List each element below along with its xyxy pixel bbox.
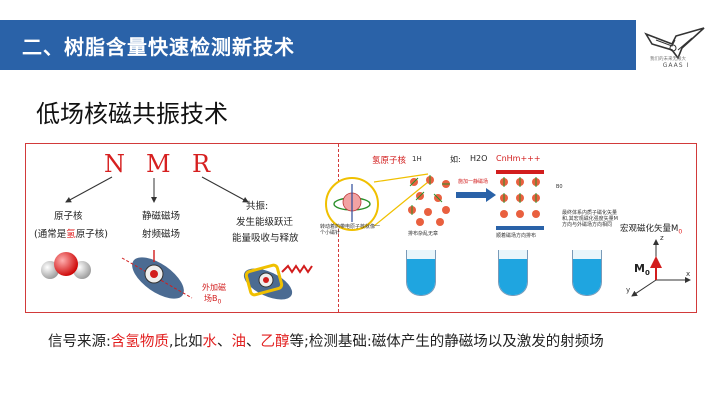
spin-caption: 转动着的带电原子核就像一个小磁针: [320, 224, 381, 236]
such-as-label: 如:: [450, 155, 461, 164]
tube-random: [406, 250, 436, 296]
hydrogen-label: 氢原子核: [372, 156, 407, 166]
nucleus-note: (通常是氢原子核): [34, 229, 108, 240]
aligned-arrangement-icon: [496, 170, 544, 230]
rf-field-label: 射频磁场: [142, 229, 181, 240]
axis-y-label: y: [626, 286, 631, 294]
random-arrangement-icon: [408, 175, 450, 226]
panel-divider: [338, 144, 339, 312]
resonance-label: 共振:: [246, 201, 269, 212]
nmr-figure-panel: N M R 原子核 (通常是氢原子核) 静磁磁场 射频磁场 共振: 发生能级跃迁…: [25, 143, 697, 313]
header: 二、树脂含量快速检测新技术 我们的未来无限大 GAAS I: [0, 20, 720, 70]
nmr-arrows: [65, 176, 249, 203]
apply-field-arrow-icon: [456, 188, 496, 202]
tube-macro: [572, 250, 602, 296]
m0-vector-label: M0: [634, 262, 650, 278]
arrow-r: [201, 176, 249, 203]
b0-label: B0: [556, 184, 563, 190]
macro-vector-label: 宏观磁化矢量M0: [620, 224, 683, 236]
spin-magnet-icon: [325, 173, 429, 231]
axes-vector-icon: [631, 239, 691, 297]
header-bar: [0, 20, 636, 70]
random-caption: 排布杂乱无章: [408, 231, 439, 237]
external-field-label-2: 场B0: [204, 294, 222, 306]
axis-x-label: x: [686, 270, 691, 278]
nmr-letter-r: R: [192, 150, 211, 178]
page-title: 二、树脂含量快速检测新技术: [22, 35, 295, 59]
nmr-letter-m: M: [146, 150, 171, 178]
signal-caption: 信号来源:含氢物质,比如水、油、乙醇等;检测基础:磁体产生的静磁场以及激发的射频…: [48, 334, 604, 350]
aligned-caption: 顺着磁场方向排布: [496, 233, 537, 239]
logo-text: GAAS I: [662, 62, 690, 69]
spinning-nucleus-icon: [121, 250, 193, 299]
logo-caption: 我们的未来无限大: [650, 57, 686, 62]
resonance-line2: 能量吸收与释放: [232, 233, 299, 244]
resonance-illustration-icon: [243, 263, 313, 300]
section-subtitle: 低场核磁共振技术: [36, 100, 228, 128]
vector-caption: 最终体系内质子磁化矢量和,其宏观磁化强度矢量M方向与外磁场方向相同: [562, 210, 618, 228]
static-field-label: 静磁磁场: [142, 211, 181, 222]
water-formula: H2O: [470, 154, 488, 163]
apply-field-label: 施加一静磁场: [458, 179, 489, 185]
tube-aligned: [498, 250, 528, 296]
external-field-label-1: 外加磁: [202, 283, 226, 292]
hydrogen-symbol: 1H: [412, 155, 422, 163]
logo-icon: [644, 27, 705, 60]
nucleus-label: 原子核: [54, 211, 83, 222]
nmr-letter-n: N: [104, 150, 125, 178]
water-molecule-icon: [41, 252, 91, 279]
resonance-line1: 发生能级跃迁: [236, 217, 294, 228]
arrow-n: [65, 176, 113, 203]
axis-z-label: z: [660, 234, 664, 242]
hydrocarbon-formula: CnHm+++: [496, 154, 541, 163]
